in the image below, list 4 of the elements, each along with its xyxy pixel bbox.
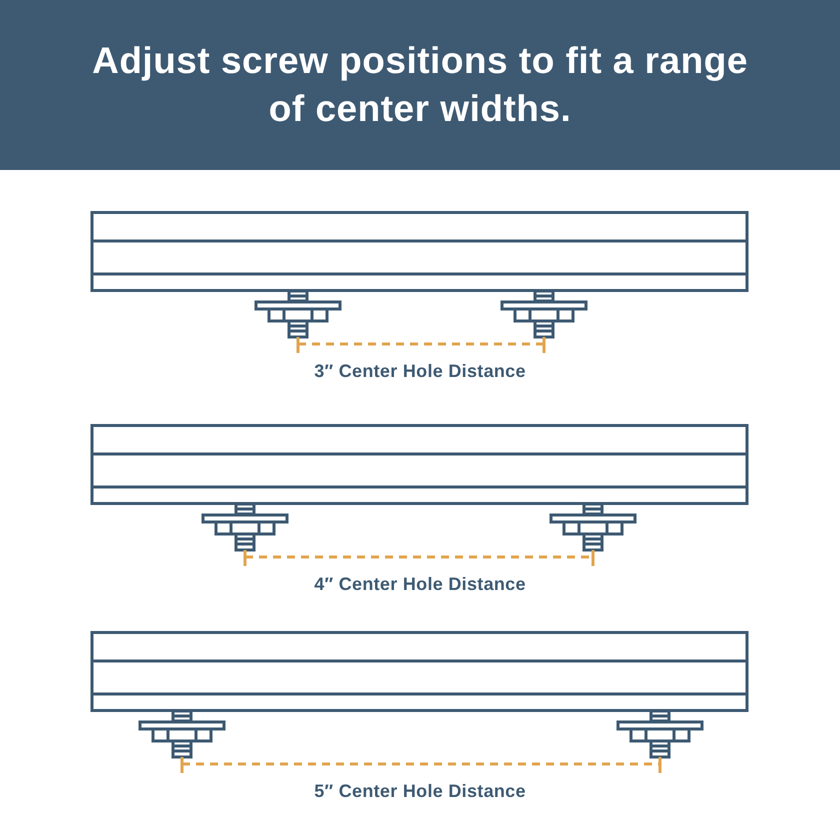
dimension-label: 4″ Center Hole Distance: [313, 574, 527, 595]
dimension-label: 5″ Center Hole Distance: [313, 781, 527, 802]
dimension-label: 3″ Center Hole Distance: [313, 361, 527, 382]
title: Adjust screw positions to fit a range of center widths.: [91, 39, 749, 131]
